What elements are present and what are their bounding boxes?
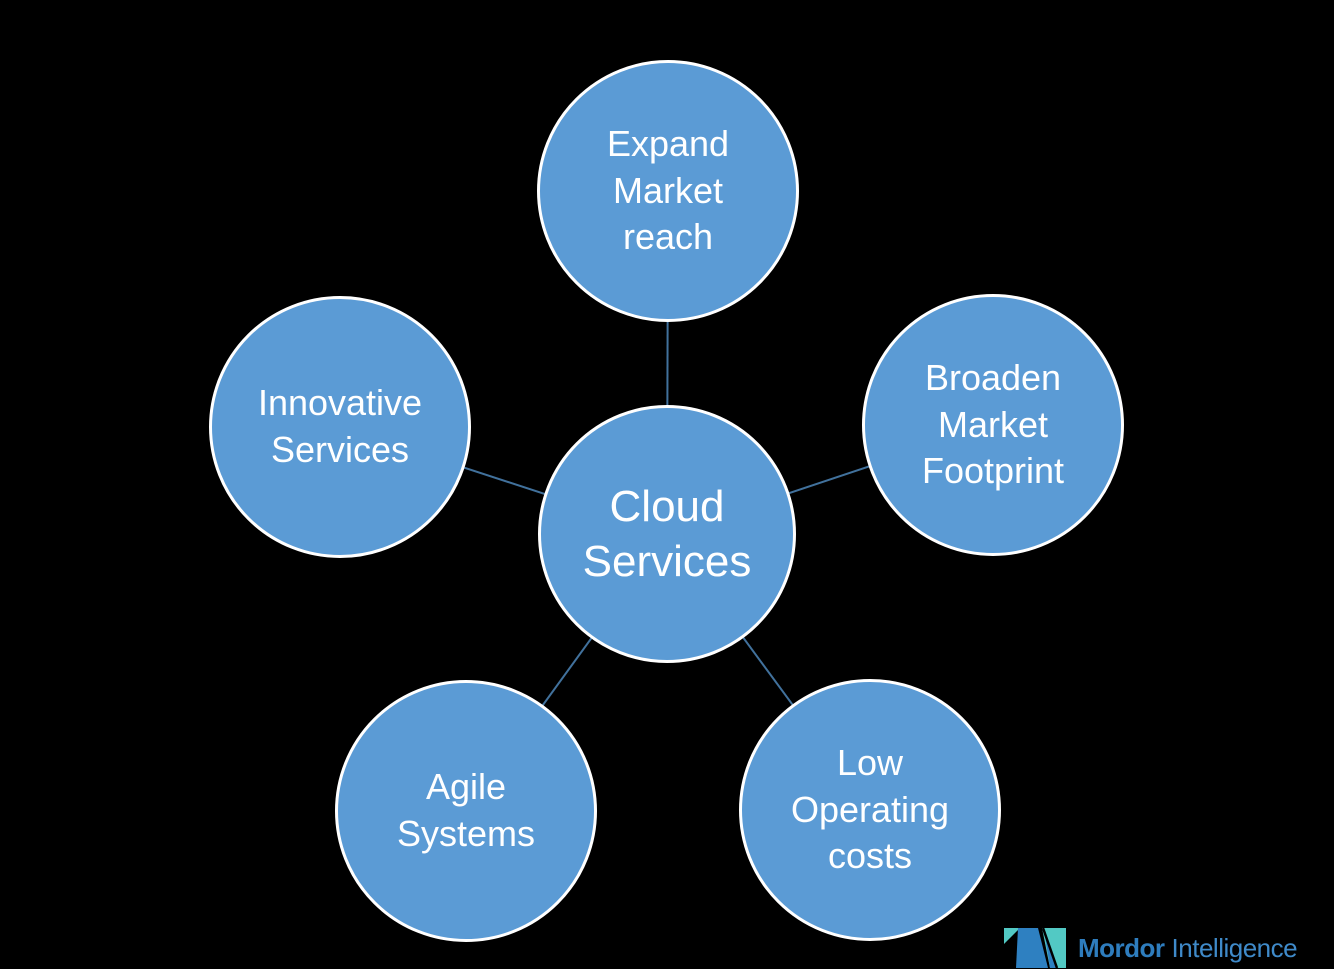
node-label: Broaden Market Footprint [921, 356, 1065, 492]
logo-brand-regular: Intelligence [1171, 932, 1298, 963]
mordor-logo-mark-icon [1004, 928, 1066, 968]
node-cloud-services-center: Cloud Services [538, 405, 796, 663]
logo-brand-bold: Mordor [1078, 932, 1165, 963]
mordor-intelligence-logo: Mordor Intelligence [1004, 928, 1298, 968]
node-label: Agile Systems [396, 766, 536, 854]
mordor-logo-text: Mordor Intelligence [1078, 932, 1298, 964]
node-label: Low Operating costs [790, 741, 950, 877]
node-agile-systems: Agile Systems [335, 680, 597, 942]
node-innovative-services: Innovative Services [209, 296, 471, 558]
node-broaden-market-footprint: Broaden Market Footprint [862, 294, 1124, 556]
center-node-label: Cloud Services [582, 482, 752, 586]
node-label: Innovative Services [257, 382, 423, 470]
node-label: Expand Market reach [606, 122, 730, 258]
node-low-operating-costs: Low Operating costs [739, 679, 1001, 941]
node-expand-market-reach: Expand Market reach [537, 60, 799, 322]
